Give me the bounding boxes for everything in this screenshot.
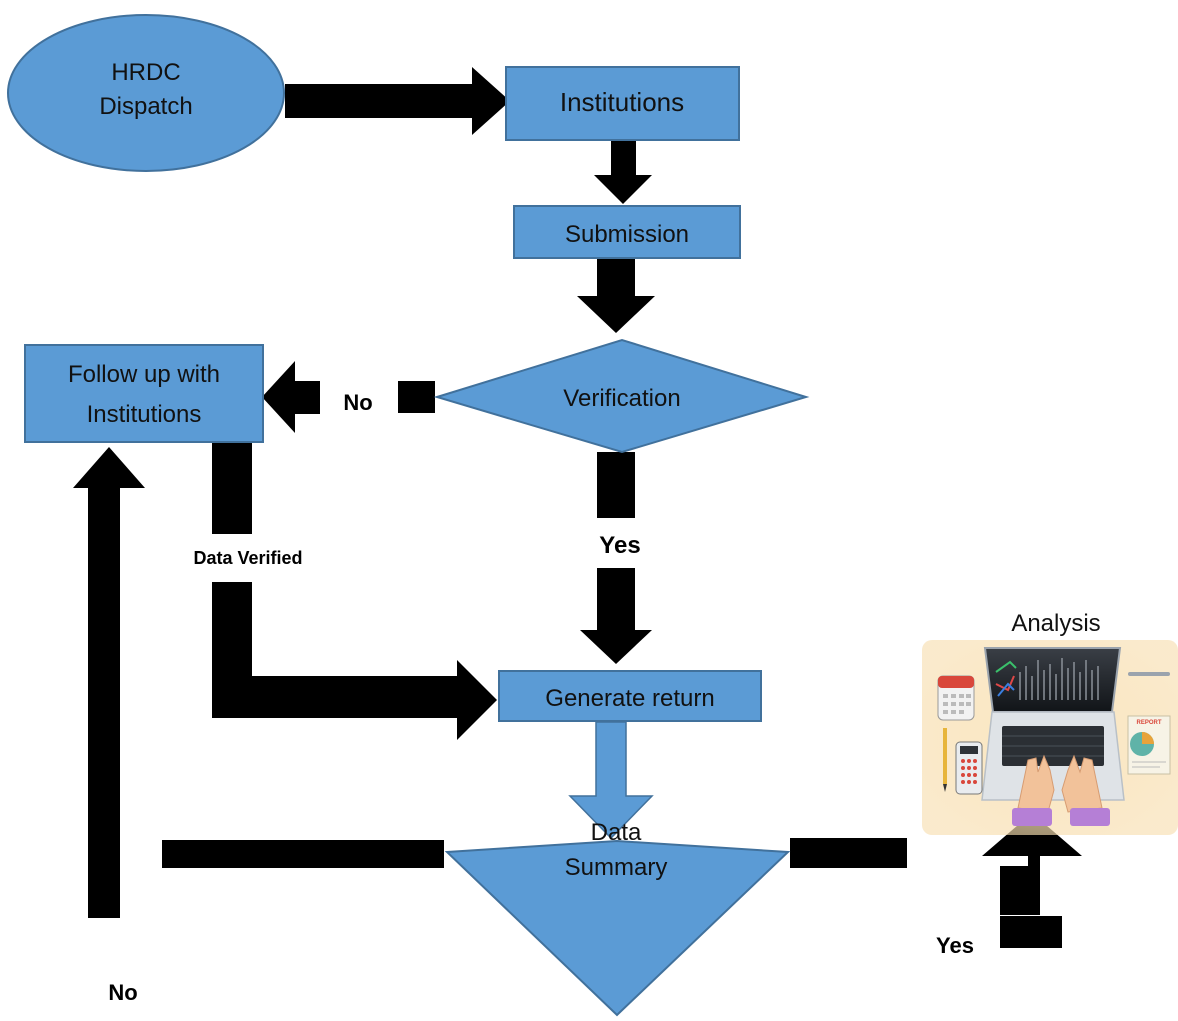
node-generate-return: Generate return bbox=[498, 670, 762, 722]
arrow-summary-to-followup bbox=[73, 447, 145, 918]
arrow-verification-to-followup bbox=[262, 361, 320, 433]
arrow-generate-to-summary bbox=[568, 721, 654, 840]
arrow-institutions-to-submission bbox=[594, 140, 652, 204]
analysis-illustration: REPORT bbox=[922, 640, 1178, 835]
arrow-verification-no-tail bbox=[398, 381, 435, 413]
laptop-screen-icon bbox=[983, 647, 1122, 713]
connector-summary-no-horizontal bbox=[162, 840, 444, 868]
typing-hands-icon bbox=[1012, 754, 1110, 826]
arrow-followup-to-generate bbox=[212, 660, 497, 740]
calendar-icon bbox=[937, 675, 975, 721]
edge-label-data-verified: Data Verified bbox=[193, 548, 302, 568]
report-document-icon: REPORT bbox=[1127, 715, 1171, 775]
data-summary-label-line2: Summary bbox=[565, 854, 668, 881]
verification-label: Verification bbox=[563, 385, 680, 412]
edge-label-summary-yes: Yes bbox=[936, 933, 974, 958]
calculator-icon bbox=[955, 741, 983, 795]
generate-return-label: Generate return bbox=[545, 685, 714, 712]
node-verification: Verification bbox=[433, 338, 810, 454]
data-summary-label-line1: Data bbox=[591, 819, 642, 846]
hrdc-dispatch-label-line1: HRDC bbox=[111, 59, 180, 86]
connector-followup-down-top bbox=[212, 442, 252, 534]
edge-label-summary-no: No bbox=[108, 980, 137, 1005]
screen-bars bbox=[1019, 658, 1099, 700]
node-hrdc-dispatch: HRDC Dispatch bbox=[7, 14, 285, 172]
connector-summary-yes-right bbox=[1000, 916, 1062, 948]
pencil-icon bbox=[943, 728, 947, 792]
follow-up-label-line1: Follow up with bbox=[68, 361, 220, 388]
node-data-summary: Data Summary bbox=[444, 819, 791, 1017]
pen-icon bbox=[1128, 672, 1170, 676]
node-institutions: Institutions bbox=[505, 66, 740, 141]
arrow-verification-yes-tail bbox=[597, 452, 635, 518]
arrow-dispatch-to-institutions bbox=[285, 67, 510, 135]
arrow-summary-to-analysis bbox=[982, 813, 1082, 915]
edge-label-verification-yes: Yes bbox=[599, 532, 640, 559]
connector-summary-yes-left bbox=[790, 838, 907, 868]
hrdc-dispatch-label-line2: Dispatch bbox=[99, 93, 192, 120]
submission-label: Submission bbox=[565, 221, 689, 248]
arrow-submission-to-verification bbox=[577, 258, 655, 333]
node-submission: Submission bbox=[513, 205, 741, 259]
node-follow-up: Follow up with Institutions bbox=[24, 344, 264, 443]
follow-up-label-line2: Institutions bbox=[87, 401, 202, 428]
report-label: REPORT bbox=[1136, 720, 1161, 726]
analysis-label: Analysis bbox=[1011, 610, 1100, 637]
arrow-verification-to-generate bbox=[580, 568, 652, 664]
institutions-label: Institutions bbox=[560, 87, 684, 117]
edge-label-verification-no: No bbox=[343, 390, 372, 415]
